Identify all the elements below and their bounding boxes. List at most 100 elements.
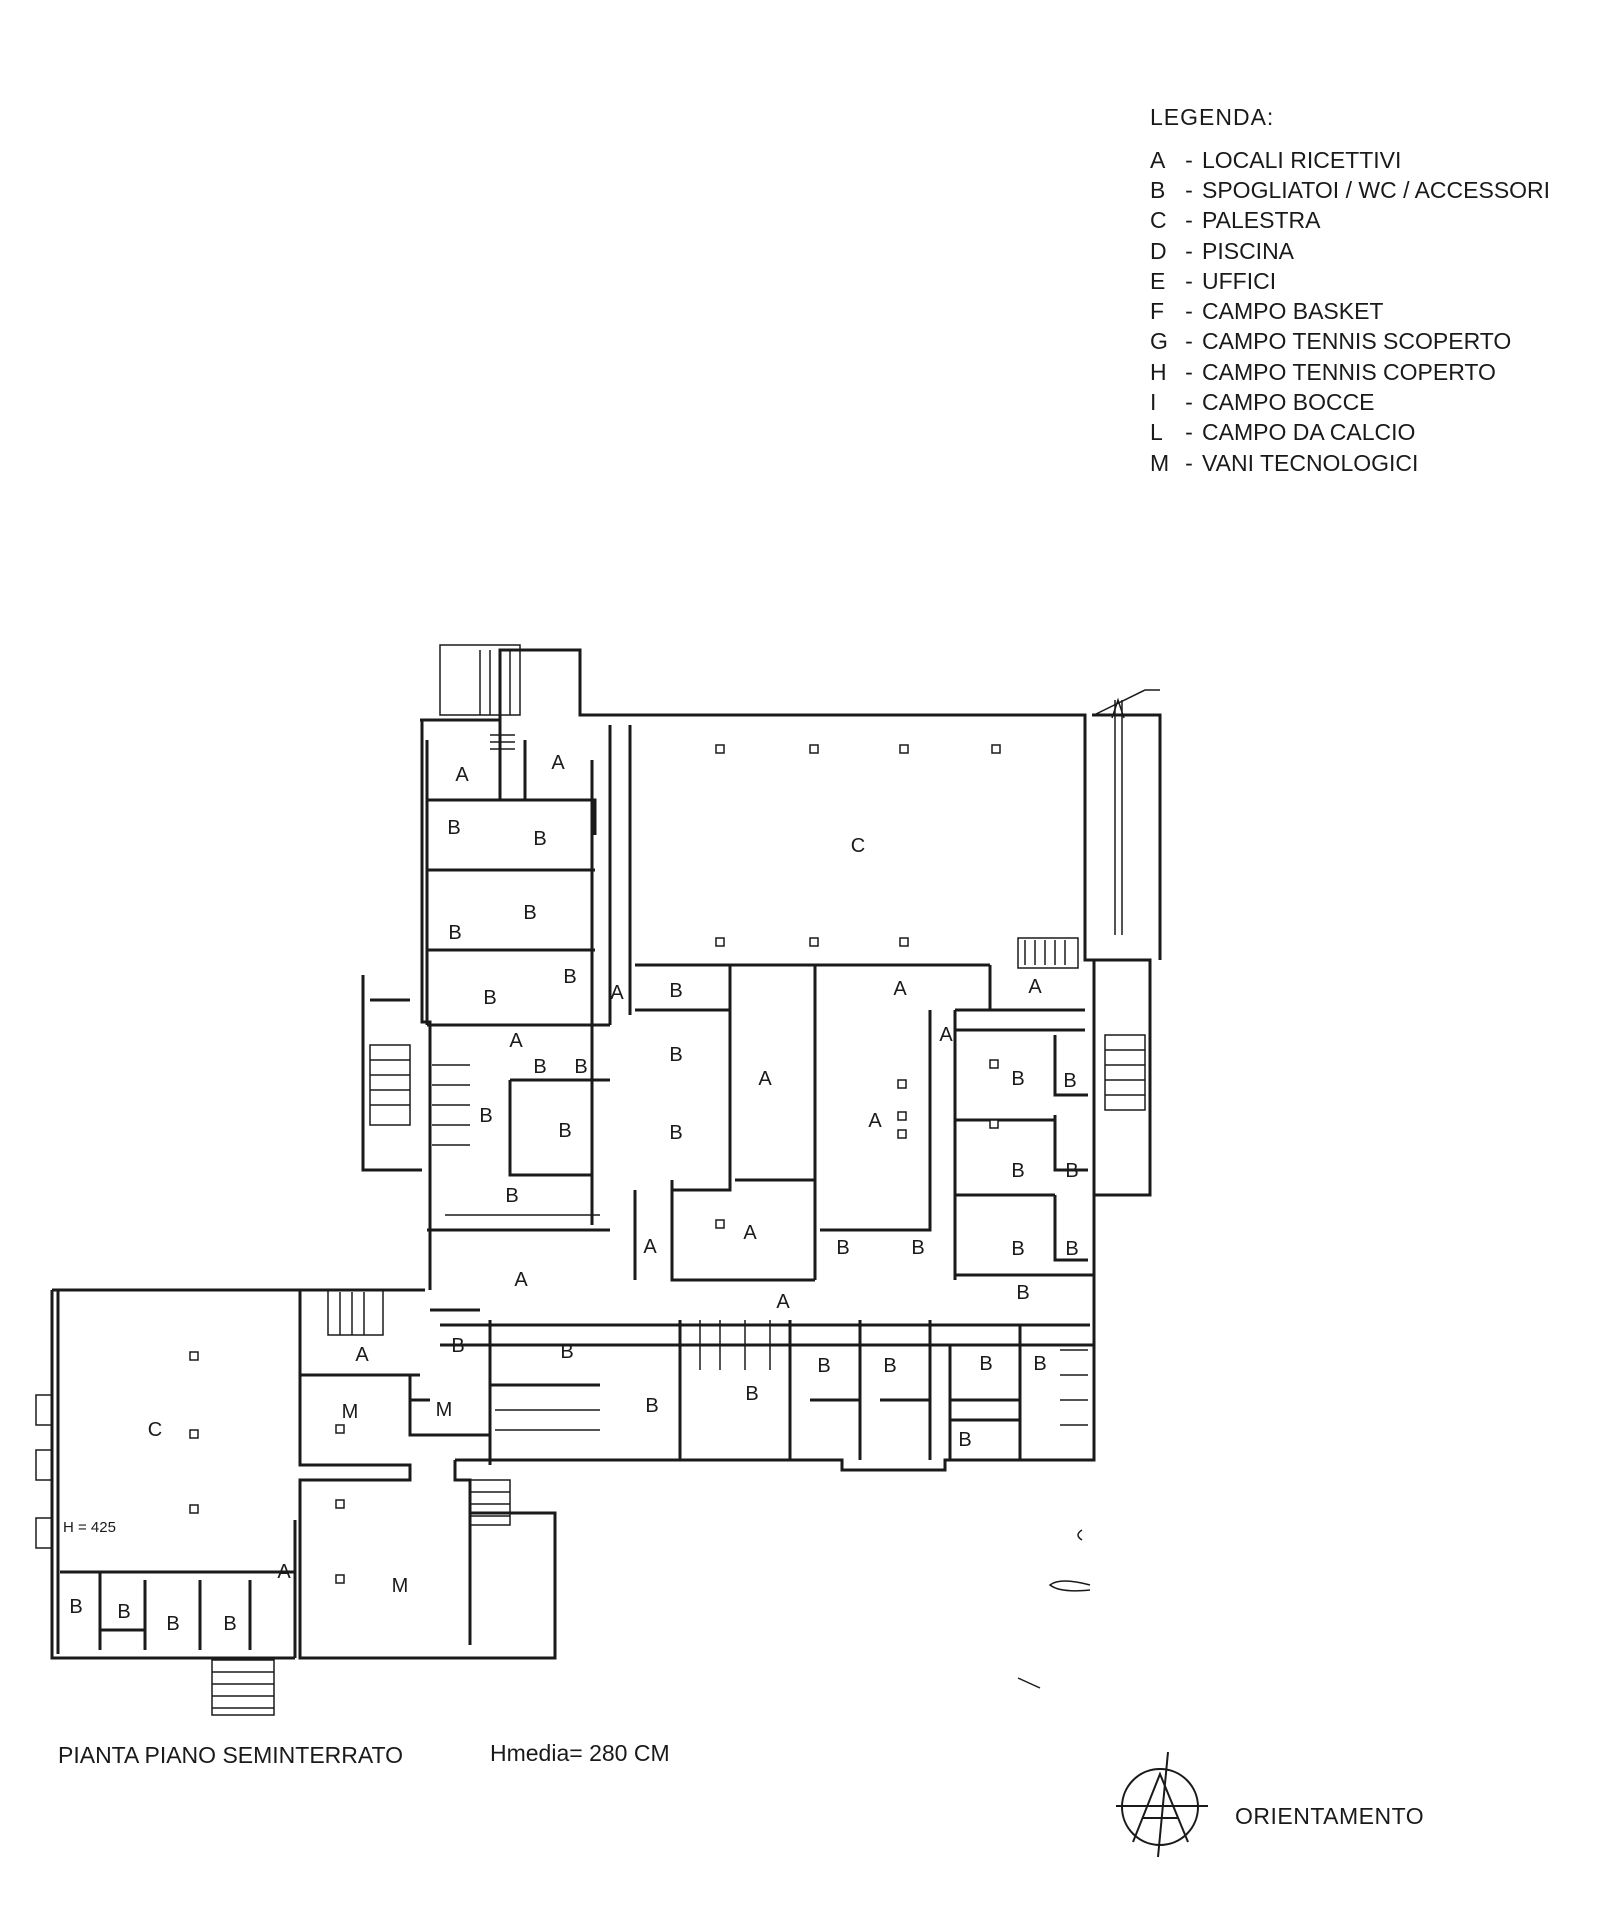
legend-key: G — [1150, 328, 1168, 355]
room-label-b: B — [1065, 1160, 1078, 1182]
room-label-b: B — [645, 1395, 658, 1417]
room-label-b: B — [533, 828, 546, 850]
legend-label: CAMPO BOCCE — [1202, 389, 1375, 416]
room-label-a: A — [610, 982, 624, 1004]
room-label-b: B — [883, 1355, 896, 1377]
legend-row: B-SPOGLIATOI / WC / ACCESSORI — [1150, 175, 1590, 205]
north-arrow-icon — [1116, 1752, 1208, 1858]
room-label-b: B — [483, 987, 496, 1009]
legend-key: C — [1150, 207, 1167, 234]
orientation-label: ORIENTAMENTO — [1235, 1803, 1425, 1829]
legend-dash: - — [1185, 267, 1193, 294]
room-label-a: A — [509, 1030, 523, 1052]
room-label-b: B — [1063, 1070, 1076, 1092]
room-label-b: B — [563, 966, 576, 988]
legend-label: VANI TECNOLOGICI — [1202, 449, 1419, 476]
legend-dash: - — [1185, 449, 1193, 476]
room-label-b: B — [1011, 1068, 1024, 1090]
room-label-b: B — [533, 1056, 546, 1078]
room-label-a: A — [277, 1561, 291, 1583]
room-label-c: C — [851, 835, 865, 857]
room-label-b: B — [558, 1120, 571, 1142]
room-label-a: A — [1028, 976, 1042, 998]
gym-height-note: H = 425 — [63, 1519, 116, 1536]
room-label-b: B — [1033, 1353, 1046, 1375]
legend-key: D — [1150, 237, 1167, 264]
legend-dash: - — [1185, 207, 1193, 234]
legend-row: E-UFFICI — [1150, 266, 1590, 296]
legend-title: LEGENDA: — [1150, 104, 1275, 130]
room-label-a: A — [551, 752, 565, 774]
legend-label: UFFICI — [1202, 267, 1277, 294]
legend-row: I -CAMPO BOCCE — [1150, 387, 1590, 417]
room-label-a: A — [743, 1222, 757, 1244]
room-label-b: B — [669, 1044, 682, 1066]
room-label-a: A — [868, 1110, 882, 1132]
legend-row: L-CAMPO DA CALCIO — [1150, 418, 1590, 448]
room-label-b: B — [574, 1056, 587, 1078]
legend-label: CAMPO BASKET — [1202, 298, 1384, 325]
legend-key: B — [1150, 176, 1166, 203]
room-label-b: B — [911, 1237, 924, 1259]
legend-label: SPOGLIATOI / WC / ACCESSORI — [1202, 176, 1551, 203]
room-label-b: B — [523, 902, 536, 924]
plan-walls — [50, 648, 1162, 1660]
room-label-b: B — [958, 1429, 971, 1451]
legend-row: G-CAMPO TENNIS SCOPERTO — [1150, 327, 1590, 357]
room-label-m: M — [392, 1575, 409, 1597]
room-label-a: A — [355, 1344, 369, 1366]
legend-label: CAMPO TENNIS COPERTO — [1202, 358, 1496, 385]
legend-row: C-PALESTRA — [1150, 206, 1590, 236]
legend-label: CAMPO TENNIS SCOPERTO — [1202, 328, 1512, 355]
room-label-a: A — [514, 1269, 528, 1291]
room-label-b: B — [836, 1237, 849, 1259]
legend-row: M-VANI TECNOLOGICI — [1150, 448, 1590, 478]
legend-dash: - — [1185, 237, 1193, 264]
room-label-b: B — [505, 1185, 518, 1207]
room-label-a: A — [776, 1291, 790, 1313]
legend-row: D-PISCINA — [1150, 236, 1590, 266]
room-label-a: A — [758, 1068, 772, 1090]
room-label-b: B — [1011, 1238, 1024, 1260]
room-label-b: B — [1016, 1282, 1029, 1304]
legend: LEGENDA: A-LOCALI RICETTIVI B-SPOGLIATOI… — [1150, 104, 1590, 478]
legend-dash: - — [1185, 389, 1193, 416]
room-label-b: B — [669, 1122, 682, 1144]
plan-details — [35, 644, 1160, 1716]
legend-row: A-LOCALI RICETTIVI — [1150, 145, 1590, 175]
room-label-b: B — [817, 1355, 830, 1377]
room-label-b: B — [669, 980, 682, 1002]
room-label-c: C — [148, 1419, 162, 1441]
height-note: Hmedia= 280 CM — [490, 1740, 670, 1766]
room-label-a: A — [939, 1024, 953, 1046]
plan-columns — [189, 744, 1001, 1584]
legend-key: F — [1150, 298, 1165, 325]
legend-row: F-CAMPO BASKET — [1150, 296, 1590, 326]
room-label-a: A — [455, 764, 469, 786]
room-label-b: B — [447, 817, 460, 839]
room-label-b: B — [979, 1353, 992, 1375]
legend-key: I — [1150, 389, 1157, 416]
room-label-b: B — [479, 1105, 492, 1127]
room-label-b: B — [448, 922, 461, 944]
legend-dash: - — [1185, 419, 1193, 446]
legend-key: L — [1150, 419, 1163, 446]
room-label-b: B — [1065, 1238, 1078, 1260]
legend-dash: - — [1185, 298, 1193, 325]
legend-dash: - — [1185, 328, 1193, 355]
room-label-b: B — [166, 1613, 179, 1635]
legend-row: H-CAMPO TENNIS COPERTO — [1150, 357, 1590, 387]
room-label-b: B — [117, 1601, 130, 1623]
room-label-m: M — [342, 1401, 359, 1423]
legend-key: A — [1150, 146, 1166, 173]
legend-key: E — [1150, 267, 1166, 294]
room-label-b: B — [560, 1341, 573, 1363]
legend-dash: - — [1185, 358, 1193, 385]
legend-label: PISCINA — [1202, 237, 1295, 264]
legend-label: CAMPO DA CALCIO — [1202, 419, 1416, 446]
room-label-b: B — [745, 1383, 758, 1405]
legend-dash: - — [1185, 146, 1193, 173]
room-label-a: A — [893, 978, 907, 1000]
room-label-b: B — [223, 1613, 236, 1635]
